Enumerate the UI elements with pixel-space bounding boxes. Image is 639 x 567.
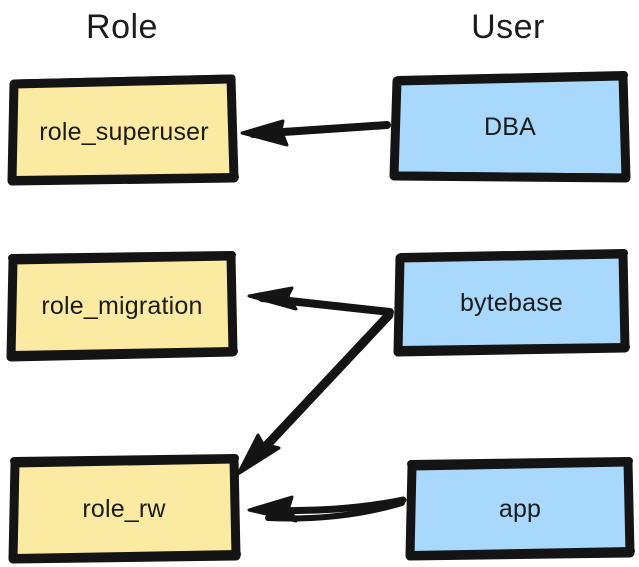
node-app-label: app	[498, 494, 542, 523]
node-role_migration-label: role_migration	[41, 291, 203, 320]
edge-bytebase-to-role_migration	[247, 286, 394, 316]
edge-app-to-role_rw	[247, 495, 407, 523]
edge-bytebase-to-role_rw	[236, 310, 394, 476]
node-bytebase-label: bytebase	[459, 288, 564, 317]
node-role_rw-label: role_rw	[82, 494, 166, 523]
node-dba-label: DBA	[483, 112, 536, 141]
column-header-user: User	[471, 8, 545, 46]
node-role_superuser-label: role_superuser	[39, 117, 209, 146]
column-header-role: Role	[86, 8, 158, 46]
edge-dba-to-role_superuser	[240, 119, 391, 147]
node-role_superuser-edge-top	[11, 74, 236, 87]
